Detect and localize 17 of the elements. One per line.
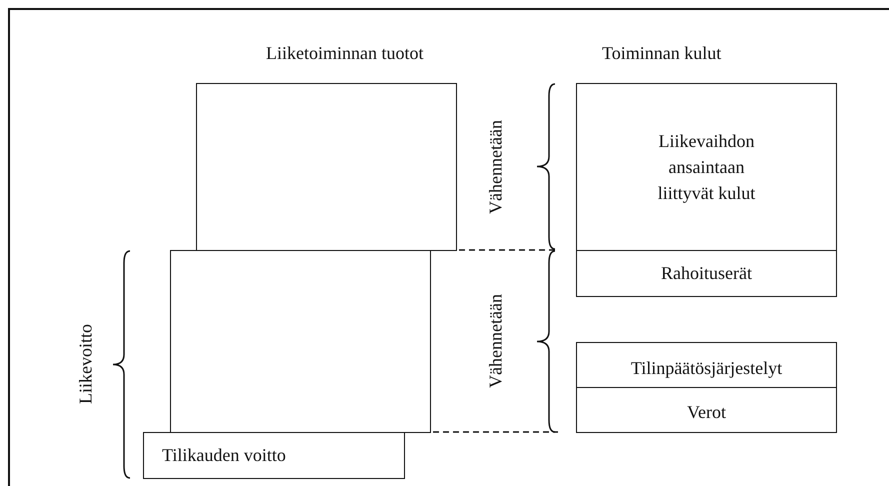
brace-label: Vähennetään	[486, 294, 506, 388]
column-heading: Toiminnan kulut	[602, 43, 722, 64]
empty-box	[170, 250, 431, 433]
text-box	[143, 432, 405, 479]
text-box	[576, 342, 837, 388]
box-label: Verot	[687, 400, 726, 424]
empty-box	[196, 83, 457, 251]
box-label: Tilinpäätösjärjestelyt	[630, 356, 782, 380]
text-box	[576, 387, 837, 433]
text-box	[576, 83, 837, 251]
text-box	[576, 250, 837, 297]
box-label: Tilikauden voitto	[162, 444, 286, 468]
brace-label: Liikevoitto	[76, 324, 96, 404]
box-label: Liikevaihdon ansaintaan liittyvät kulut	[656, 130, 756, 206]
column-heading: Liiketoiminnan tuotot	[266, 43, 424, 64]
box-label: Rahoituserät	[661, 262, 752, 286]
brace-label: Vähennetään	[486, 120, 506, 214]
